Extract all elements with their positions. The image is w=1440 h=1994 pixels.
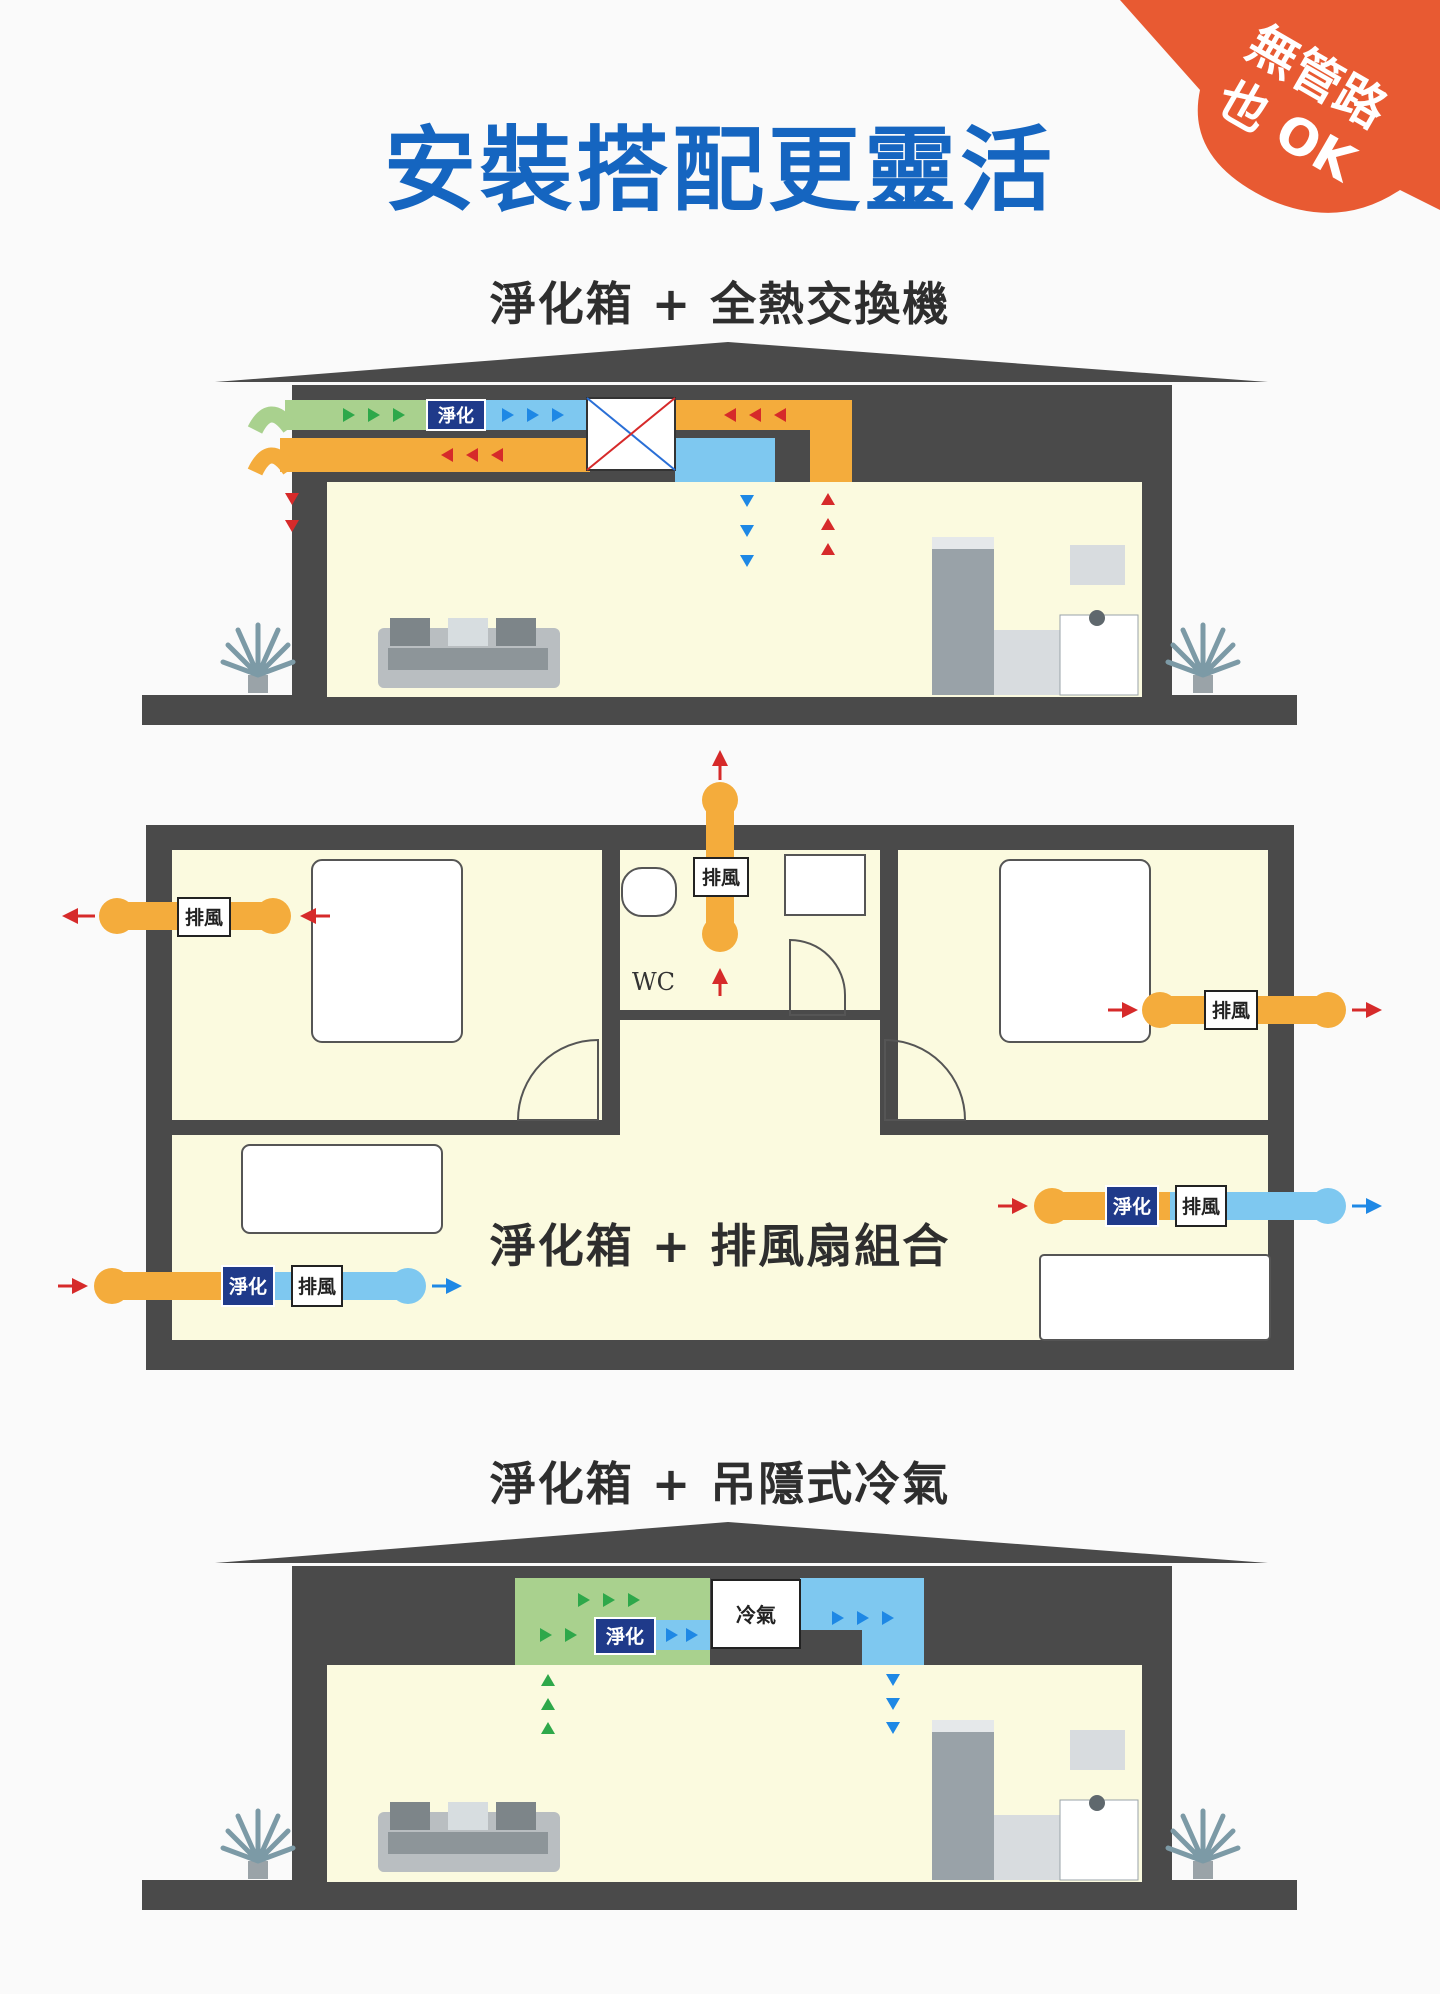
sink xyxy=(784,854,866,916)
purify-label-right: 淨化 xyxy=(1113,1195,1151,1218)
exhaust-box-living-right xyxy=(1175,1185,1227,1227)
page-title: 安裝搭配更靈活 xyxy=(383,117,1056,224)
ground-3 xyxy=(142,1880,1297,1910)
roof-1 xyxy=(215,342,1268,382)
purify-box-right xyxy=(1105,1185,1159,1227)
kitchen-counter xyxy=(1039,1254,1271,1341)
fridge-3 xyxy=(932,1720,994,1880)
kitchen-1 xyxy=(994,545,1139,696)
ac-label: 冷氣 xyxy=(736,1603,776,1627)
purify-box-left xyxy=(221,1265,275,1307)
kitchen-3 xyxy=(994,1730,1139,1881)
fridge-1 xyxy=(932,537,994,695)
exhaust-box-left xyxy=(177,897,231,937)
purify-label-left: 淨化 xyxy=(229,1275,267,1298)
purify-label-1: 淨化 xyxy=(438,405,474,427)
section-3-title: 淨化箱 + 吊隱式冷氣 xyxy=(489,1457,951,1511)
purify-box-3 xyxy=(594,1617,656,1655)
ground-1 xyxy=(142,695,1297,725)
exhaust-box-living-left xyxy=(291,1265,343,1307)
toilet xyxy=(621,867,677,917)
section-2-title-overlay: 淨化箱 + 排風扇組合 xyxy=(489,1219,951,1273)
exhaust-label-living-left: 排風 xyxy=(298,1275,336,1298)
exhaust-label-right: 排風 xyxy=(1212,999,1250,1022)
exhaust-label-left: 排風 xyxy=(185,906,223,929)
purify-box-1 xyxy=(426,399,486,431)
bed-left xyxy=(311,859,463,1043)
purify-label-3: 淨化 xyxy=(606,1625,644,1648)
exhaust-label-living-right: 排風 xyxy=(1182,1195,1220,1218)
exhaust-box-right xyxy=(1204,990,1258,1030)
sofa-3 xyxy=(378,1802,560,1872)
roof-3 xyxy=(215,1522,1268,1563)
sofa-1 xyxy=(378,618,560,688)
wc-label: WC xyxy=(632,968,675,996)
ac-unit xyxy=(711,1579,801,1649)
house-3: 淨化 冷氣 xyxy=(142,1522,1297,1910)
sofa-2 xyxy=(241,1144,443,1234)
exhaust-label-wc: 排風 xyxy=(702,866,740,889)
bed-right xyxy=(999,859,1151,1043)
house-2-floorplan: WC 排風 排風 排風 淨化 排風 xyxy=(58,750,1382,1370)
exhaust-box-wc xyxy=(693,857,749,897)
section-1-title: 淨化箱 + 全熱交換機 xyxy=(489,277,951,331)
house-1: 淨化 xyxy=(142,342,1297,725)
